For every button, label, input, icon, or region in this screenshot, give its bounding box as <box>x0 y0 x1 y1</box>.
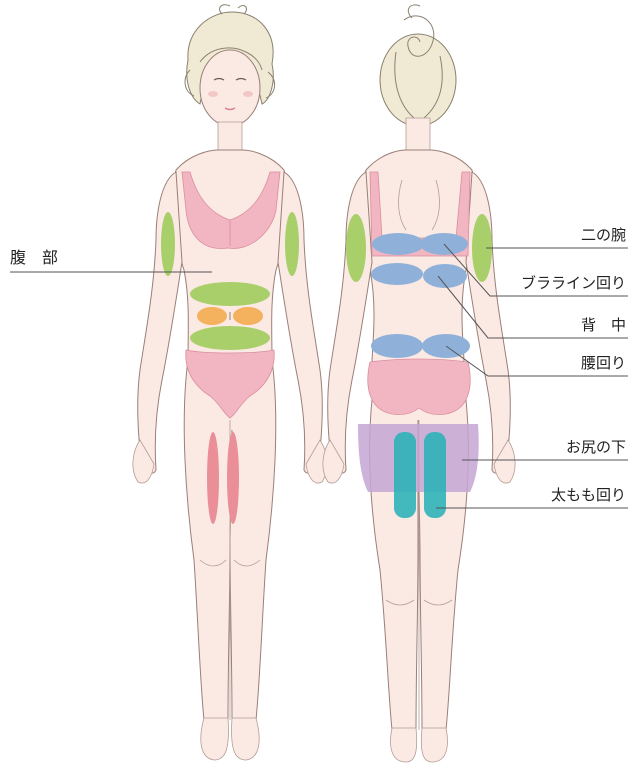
front-thigh-zone-right <box>227 432 239 524</box>
back-bra-line-zone-left <box>372 233 424 255</box>
label-front-abdomen: 腹 部 <box>10 248 58 267</box>
front-abdomen-zone-lower <box>190 326 270 350</box>
front-upper-arm-zone-right <box>285 212 299 276</box>
label-thigh: 太もも回り <box>551 486 626 504</box>
front-left-arm <box>138 172 182 473</box>
back-figure <box>323 5 515 762</box>
label-bra-line: ブラライン回り <box>521 274 626 292</box>
front-waist-zone-right <box>233 307 263 325</box>
back-upper-arm-zone-left <box>346 214 366 282</box>
back-waist-zone-left <box>371 334 423 358</box>
label-back: 背 中 <box>581 316 626 334</box>
front-abdomen-zone-upper <box>190 282 270 306</box>
label-waist: 腰回り <box>581 354 626 372</box>
back-thigh-zone-left <box>394 432 416 518</box>
front-head <box>200 50 260 126</box>
back-back-zone-left <box>371 263 423 285</box>
front-right-arm <box>278 172 322 473</box>
label-upper-arm: 二の腕 <box>581 226 626 244</box>
back-head-hair <box>380 34 456 126</box>
back-under-buttocks-zone <box>358 424 479 492</box>
front-upper-arm-zone-left <box>161 212 175 276</box>
front-thigh-zone-left <box>207 432 219 524</box>
label-under-buttocks: お尻の下 <box>566 438 626 456</box>
back-thigh-zone-right <box>424 432 446 518</box>
front-waist-zone-left <box>197 307 227 325</box>
back-panties <box>368 359 470 415</box>
front-figure <box>133 5 327 760</box>
